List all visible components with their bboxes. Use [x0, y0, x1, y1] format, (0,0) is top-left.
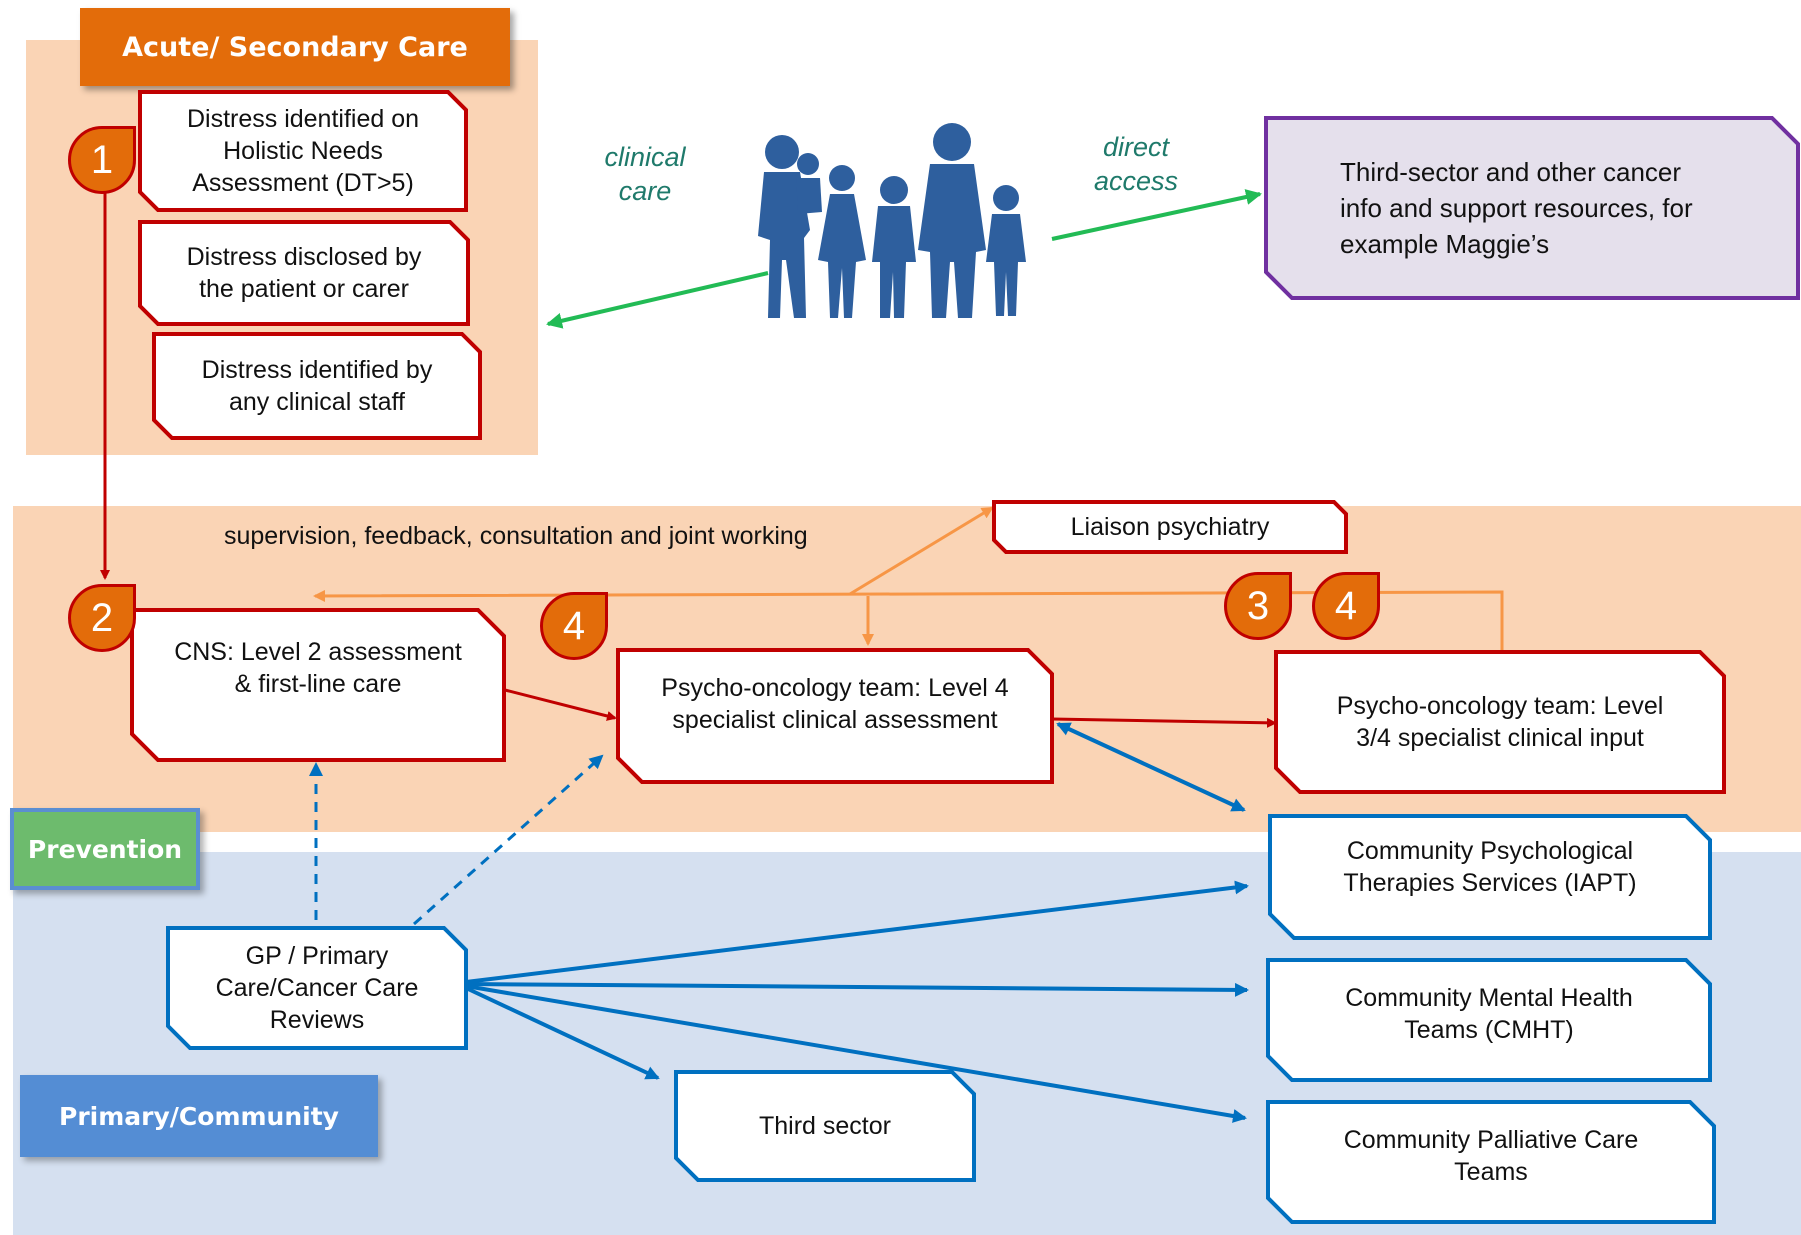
primary-community-tag: Primary/Community: [20, 1075, 378, 1157]
third-sector-resources-box: Third-sector and other cancer info and s…: [1264, 116, 1800, 300]
acute-care-label: Acute/ Secondary Care: [122, 31, 468, 63]
psycho-l4-text: Psycho-oncology team: Level 4 specialist…: [661, 674, 1009, 734]
arrow-gp-to-iapt: [465, 880, 1249, 984]
palliative-box: Community Palliative Care Teams: [1266, 1100, 1716, 1224]
arrow-gp-to-third-sector: [465, 986, 660, 1080]
iapt-box: Community Psychological Therapies Servic…: [1268, 814, 1712, 940]
distress-staff-box: Distress identified by any clinical staf…: [152, 332, 482, 440]
prevention-label: Prevention: [27, 834, 183, 864]
cns-box: CNS: Level 2 assessment & first-line car…: [130, 608, 506, 762]
step-badge-2: 2: [68, 584, 136, 652]
cmht-box: Community Mental Health Teams (CMHT): [1266, 958, 1712, 1082]
arrow-gp-to-palliative: [465, 984, 1247, 1123]
supervision-line: [313, 589, 1504, 652]
psycho-l34-text: Psycho-oncology team: Level 3/4 speciali…: [1336, 692, 1664, 752]
clinical-care-label: clinical care: [604, 142, 686, 206]
third-sector-resources-text: Third-sector and other cancer info and s…: [1340, 157, 1693, 259]
arrow-direct-access: [1051, 189, 1262, 241]
arrow-cns-to-psycho-l4: [504, 688, 617, 721]
arrow-clinical-care: [546, 271, 769, 329]
primary-community-label: Primary/Community: [59, 1101, 339, 1131]
arrow-psycho-l4-iapt: [1056, 722, 1246, 812]
gp-text: GP / Primary Care/Cancer Care Reviews: [215, 942, 419, 1034]
step-badge-4-left: 4: [540, 592, 608, 660]
iapt-text: Community Psychological Therapies Servic…: [1343, 837, 1637, 897]
liaison-psychiatry-text: Liaison psychiatry: [1070, 513, 1270, 541]
third-sector-box: Third sector: [674, 1070, 976, 1182]
supervision-label: supervision, feedback, consultation and …: [224, 522, 808, 550]
step-badge-1: 1: [68, 126, 136, 194]
arrow-to-liaison: [849, 506, 994, 596]
family-silhouette-icon: [758, 123, 1026, 318]
step-badge-4-right: 4: [1312, 572, 1380, 640]
gp-box: GP / Primary Care/Cancer Care Reviews: [166, 926, 468, 1050]
step-badge-3: 3: [1224, 572, 1292, 640]
arrow-psycho-l4-to-l34: [1051, 717, 1277, 728]
liaison-psychiatry-box: Liaison psychiatry: [992, 500, 1348, 554]
distress-hna-box: Distress identified on Holistic Needs As…: [138, 90, 468, 212]
distress-disclosed-text: Distress disclosed by the patient or car…: [186, 243, 422, 303]
prevention-tag: Prevention: [10, 808, 200, 890]
cmht-text: Community Mental Health Teams (CMHT): [1345, 984, 1633, 1044]
distress-hna-text: Distress identified on Holistic Needs As…: [186, 105, 420, 197]
dashed-gp-to-psycho-l4: [413, 754, 604, 926]
distress-disclosed-box: Distress disclosed by the patient or car…: [138, 220, 470, 326]
arrow-gp-to-cmht: [465, 982, 1249, 997]
third-sector-text: Third sector: [759, 1112, 891, 1140]
psycho-l4-box: Psycho-oncology team: Level 4 specialist…: [616, 648, 1054, 784]
distress-staff-text: Distress identified by any clinical staf…: [201, 356, 433, 416]
psycho-l34-box: Psycho-oncology team: Level 3/4 speciali…: [1274, 650, 1726, 794]
acute-care-tag: Acute/ Secondary Care: [80, 8, 510, 86]
cns-text: CNS: Level 2 assessment & first-line car…: [174, 638, 462, 698]
palliative-text: Community Palliative Care Teams: [1343, 1126, 1639, 1186]
direct-access-label: direct access: [1093, 132, 1179, 196]
